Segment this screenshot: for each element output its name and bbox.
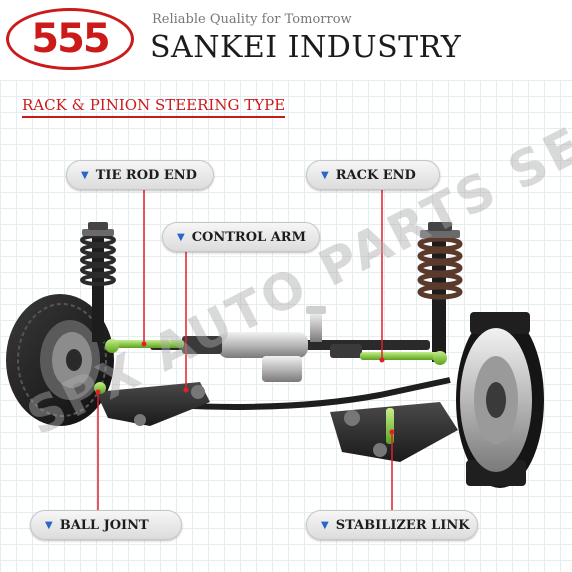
tagline: Reliable Quality for Tomorrow <box>152 12 352 27</box>
tie-rod-left <box>105 339 184 353</box>
logo-text: 555 <box>31 16 110 62</box>
label-ball-joint: ▼ BALL JOINT <box>30 510 182 540</box>
company-name: SANKEI INDUSTRY <box>150 30 462 65</box>
label-text: STABILIZER LINK <box>335 517 470 533</box>
tie-rod-right <box>360 351 447 365</box>
left-strut <box>80 222 116 342</box>
label-text: BALL JOINT <box>59 517 149 533</box>
down-arrow-icon: ▼ <box>321 519 329 531</box>
label-text: RACK END <box>335 167 416 183</box>
label-rack-end: ▼ RACK END <box>306 160 440 190</box>
section-title: RACK & PINION STEERING TYPE <box>22 96 286 118</box>
right-strut <box>417 222 463 362</box>
down-arrow-icon: ▼ <box>81 169 89 181</box>
down-arrow-icon: ▼ <box>45 519 53 531</box>
label-text: CONTROL ARM <box>191 229 307 245</box>
brand-logo: 555 <box>6 8 134 70</box>
left-control-arm <box>96 382 210 426</box>
down-arrow-icon: ▼ <box>177 231 185 243</box>
label-control-arm: ▼ CONTROL ARM <box>162 222 320 252</box>
label-tie-rod-end: ▼ TIE ROD END <box>66 160 214 190</box>
label-text: TIE ROD END <box>95 167 197 183</box>
steering-rack <box>150 306 430 382</box>
label-stabilizer-link: ▼ STABILIZER LINK <box>306 510 478 540</box>
stabilizer-link-marker <box>386 408 394 444</box>
left-wheel <box>6 294 114 426</box>
down-arrow-icon: ▼ <box>321 169 329 181</box>
right-wheel <box>456 312 544 488</box>
